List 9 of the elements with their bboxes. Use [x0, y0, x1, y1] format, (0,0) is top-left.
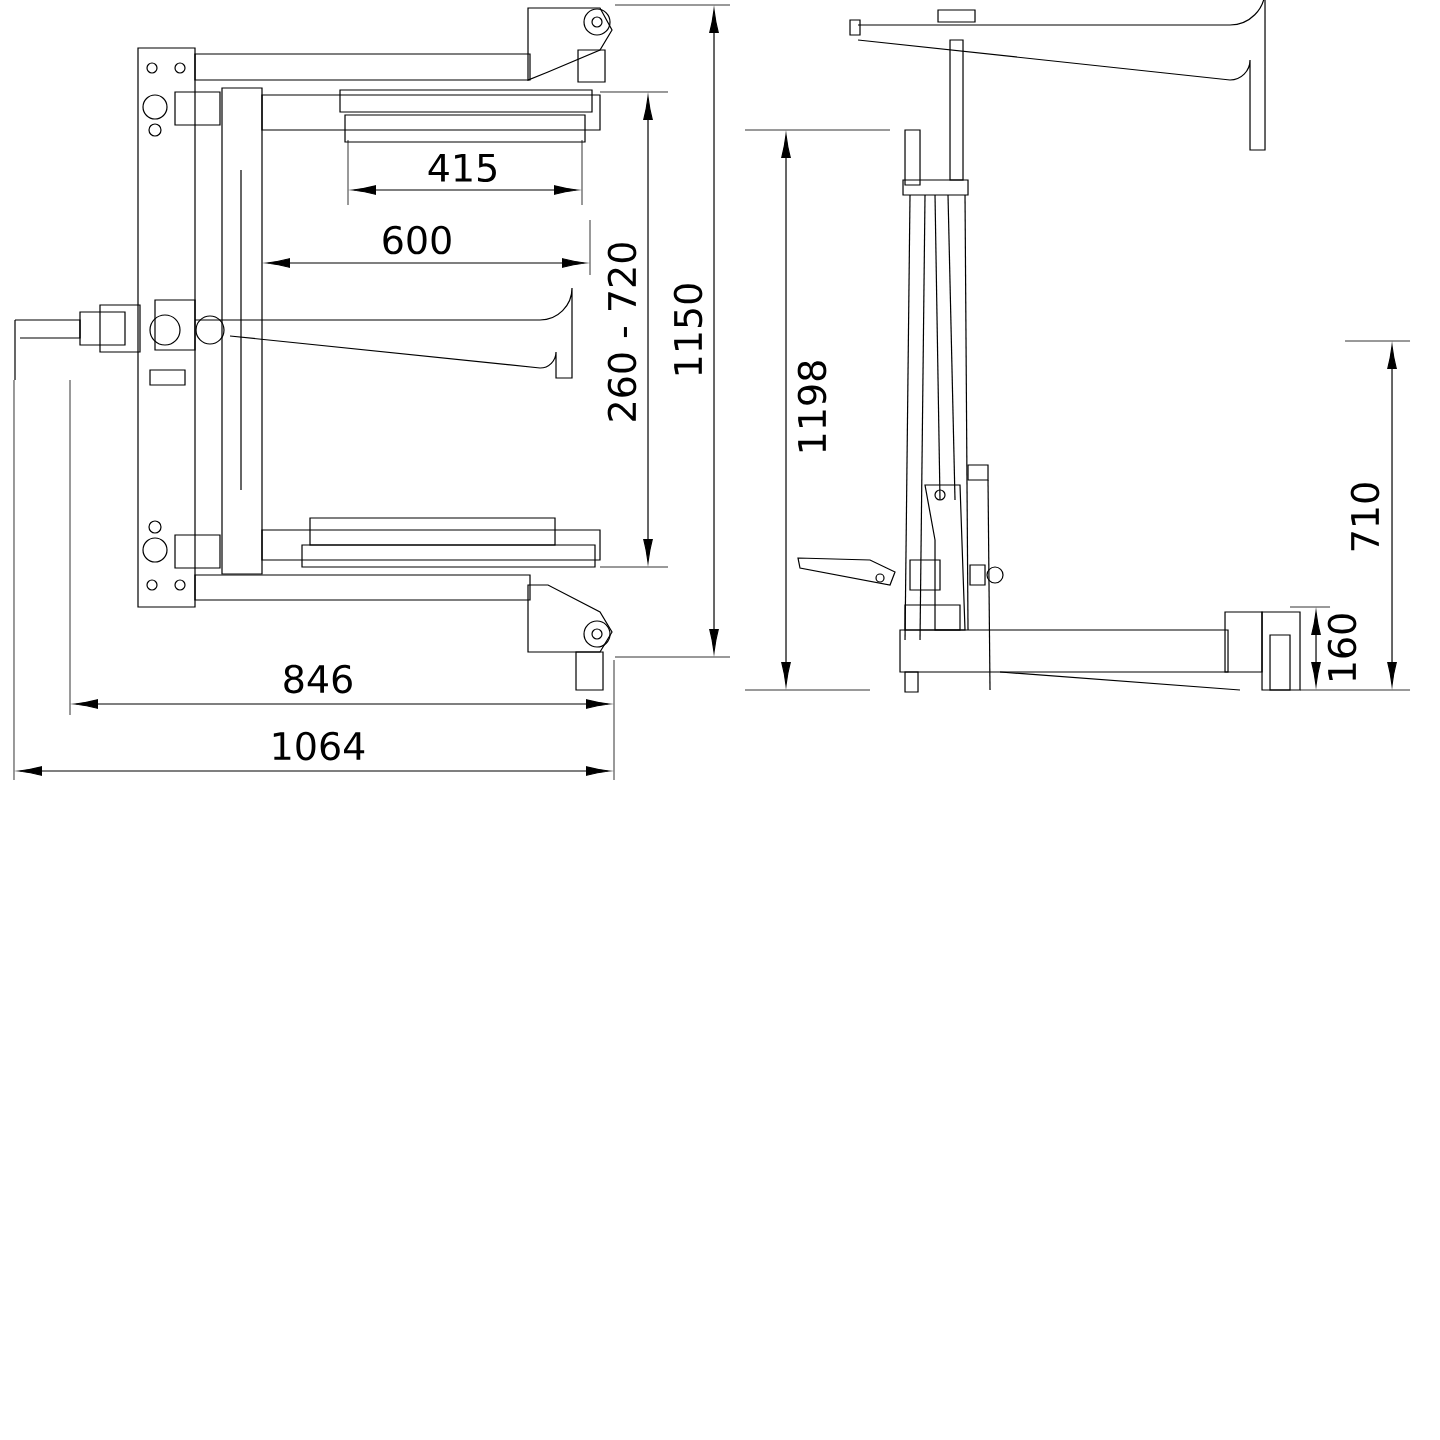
dimension-label: 1150	[673, 284, 703, 375]
dimension-label: 1064	[273, 731, 365, 761]
dimension-label: 260 - 720	[607, 243, 637, 421]
dimension-label: 415	[428, 153, 496, 183]
dimension-label: 1198	[797, 361, 827, 452]
dimension-label: 600	[383, 225, 451, 255]
dimension-label: 160	[1327, 614, 1357, 681]
dimension-label: 846	[284, 664, 352, 694]
dimension-label: 710	[1350, 483, 1380, 551]
